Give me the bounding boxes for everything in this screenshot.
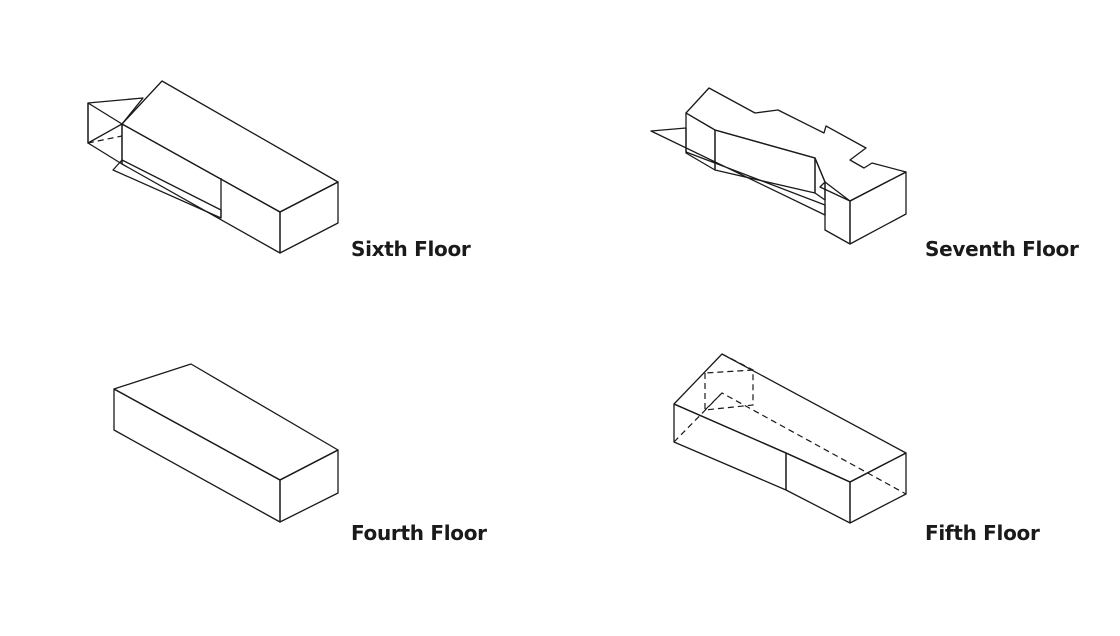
sixth-floor-side-face <box>279 181 339 254</box>
fifth-floor-hidden-edge-3 <box>673 392 723 443</box>
fifth-floor-label: Fifth Floor <box>925 521 1040 545</box>
seventh-floor-return-face <box>814 157 826 201</box>
sixth-floor-top-face <box>121 80 339 213</box>
seventh-floor-top-face <box>685 87 907 202</box>
seventh-floor-label: Seventh Floor <box>925 237 1079 261</box>
fourth-floor-label: Fourth Floor <box>351 521 487 545</box>
fifth-floor-side-face <box>849 452 907 524</box>
seventh-floor-massing <box>650 87 907 245</box>
fifth-floor-massing <box>673 353 907 524</box>
fourth-floor-side-face <box>279 449 339 523</box>
fifth-floor-hidden-edge-1 <box>721 353 754 371</box>
sixth-floor-label: Sixth Floor <box>351 237 471 261</box>
sixth-floor-massing <box>87 80 339 254</box>
fifth-floor-front-face <box>673 403 787 491</box>
seventh-floor-wing-side <box>849 171 907 245</box>
fourth-floor-top-face <box>113 363 339 481</box>
fifth-floor-hidden-edge-2 <box>704 392 907 495</box>
fifth-floor-hidden-box <box>704 369 754 411</box>
fourth-floor-massing <box>113 363 339 523</box>
seventh-floor-recessed-face <box>714 129 816 194</box>
seventh-floor-footprint <box>650 127 826 216</box>
fifth-floor-front-face-light <box>785 452 851 524</box>
fourth-floor-front-face <box>113 388 281 523</box>
sixth-floor-hidden-edge <box>87 135 123 144</box>
sixth-floor-front-face <box>121 123 281 254</box>
